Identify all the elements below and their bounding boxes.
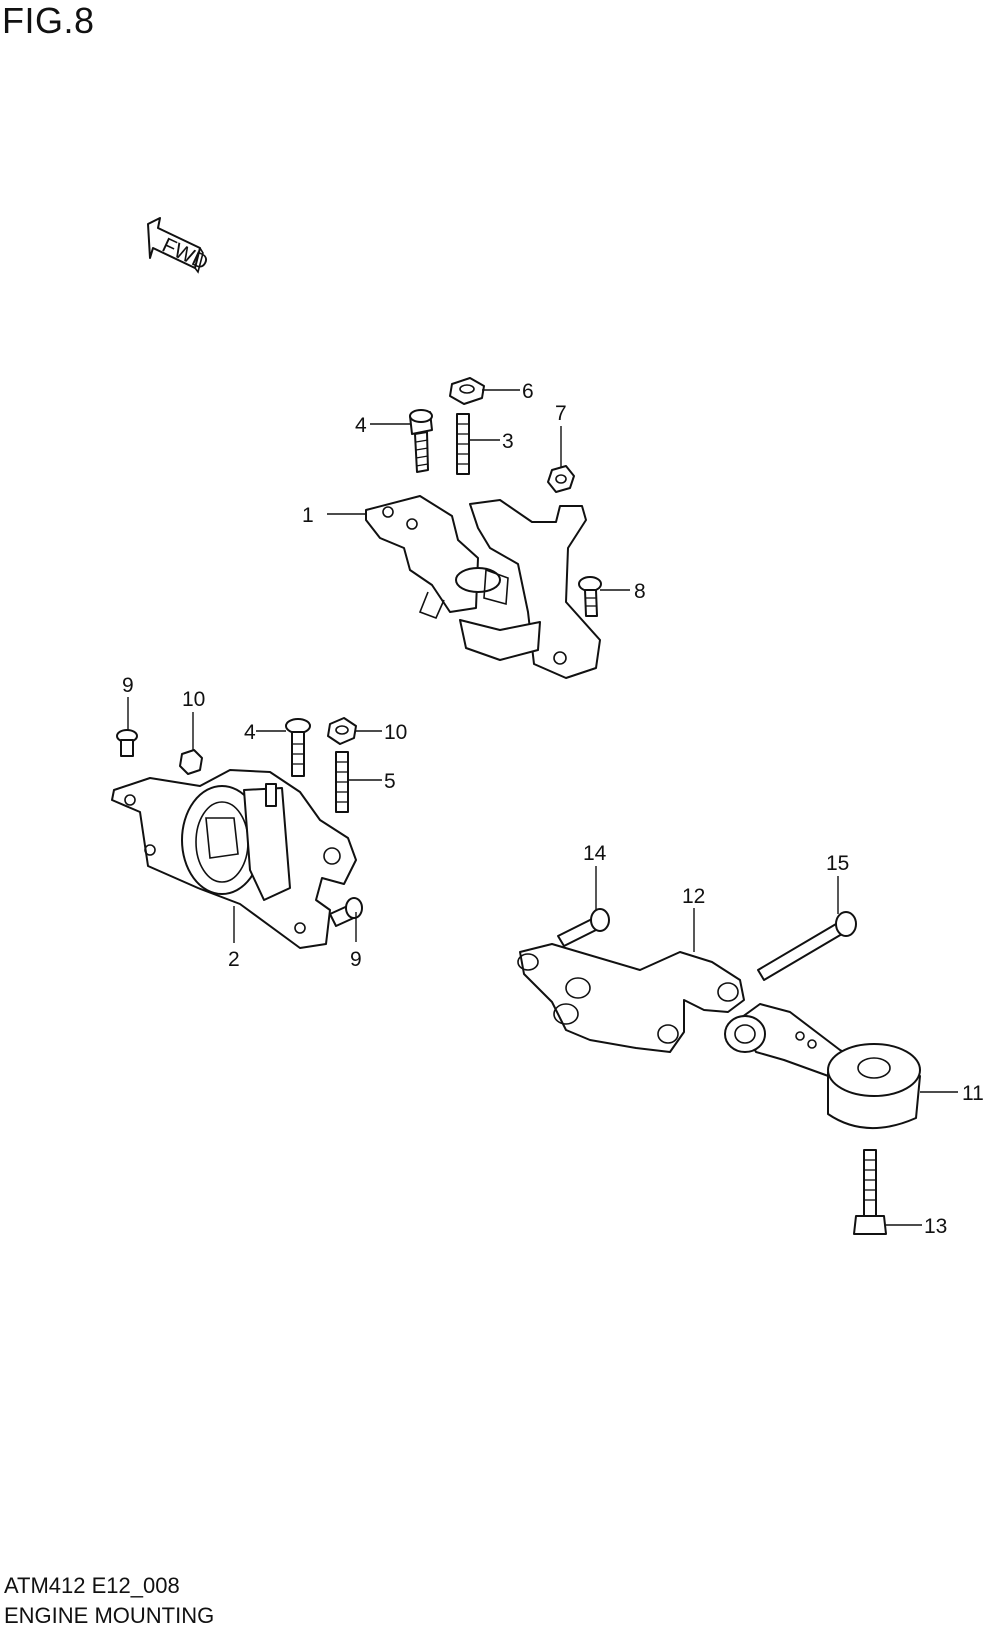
callout-labels: 1 2 3 4 4 5 6 7 8 9 9 10 10 11 12 13 14 … xyxy=(122,380,984,1238)
callout-12: 12 xyxy=(682,885,705,908)
bolt-upper xyxy=(409,409,433,473)
figure-title: FIG.8 xyxy=(2,0,95,41)
bolt-15 xyxy=(757,911,857,981)
torque-rod-bracket xyxy=(517,943,745,1053)
callout-5: 5 xyxy=(384,770,396,793)
bolt-9-top xyxy=(116,729,138,757)
callout-11: 11 xyxy=(962,1082,984,1105)
callout-9-top: 9 xyxy=(122,674,134,697)
callout-1: 1 xyxy=(302,504,314,527)
engine-mount-upper xyxy=(365,495,601,679)
leader-lines xyxy=(127,389,958,1226)
bolt-9-bottom xyxy=(329,897,363,927)
engine-mount-lower xyxy=(111,769,357,949)
callout-13: 13 xyxy=(924,1215,947,1238)
callout-14: 14 xyxy=(583,842,607,865)
bolt-14 xyxy=(557,908,610,947)
callout-9-bottom: 9 xyxy=(350,948,362,971)
callout-4-upper: 4 xyxy=(355,414,367,437)
torque-rod xyxy=(724,1003,921,1129)
callout-7: 7 xyxy=(555,402,567,425)
nut-10-right xyxy=(327,717,357,745)
nut-7 xyxy=(547,465,575,493)
fwd-label: FWD xyxy=(159,234,212,275)
stud-lower xyxy=(335,751,349,813)
nut-10-left xyxy=(179,749,203,775)
stud-upper xyxy=(456,413,470,475)
callout-10-right: 10 xyxy=(384,721,407,744)
callout-4-lower: 4 xyxy=(244,721,256,744)
callout-8: 8 xyxy=(634,580,646,603)
callout-10-left: 10 xyxy=(182,688,205,711)
callout-15: 15 xyxy=(826,852,849,875)
fwd-arrow-icon: FWD xyxy=(147,217,212,275)
nut-6 xyxy=(449,377,485,405)
callout-2: 2 xyxy=(228,948,240,971)
callout-3: 3 xyxy=(502,430,514,453)
callout-6: 6 xyxy=(522,380,534,403)
figure-code: ATM412 E12_008 xyxy=(4,1573,180,1598)
figure-name: ENGINE MOUNTING xyxy=(4,1603,215,1628)
bolt-lower xyxy=(285,718,311,777)
bolt-13 xyxy=(853,1149,887,1235)
bolt-8 xyxy=(578,576,602,617)
